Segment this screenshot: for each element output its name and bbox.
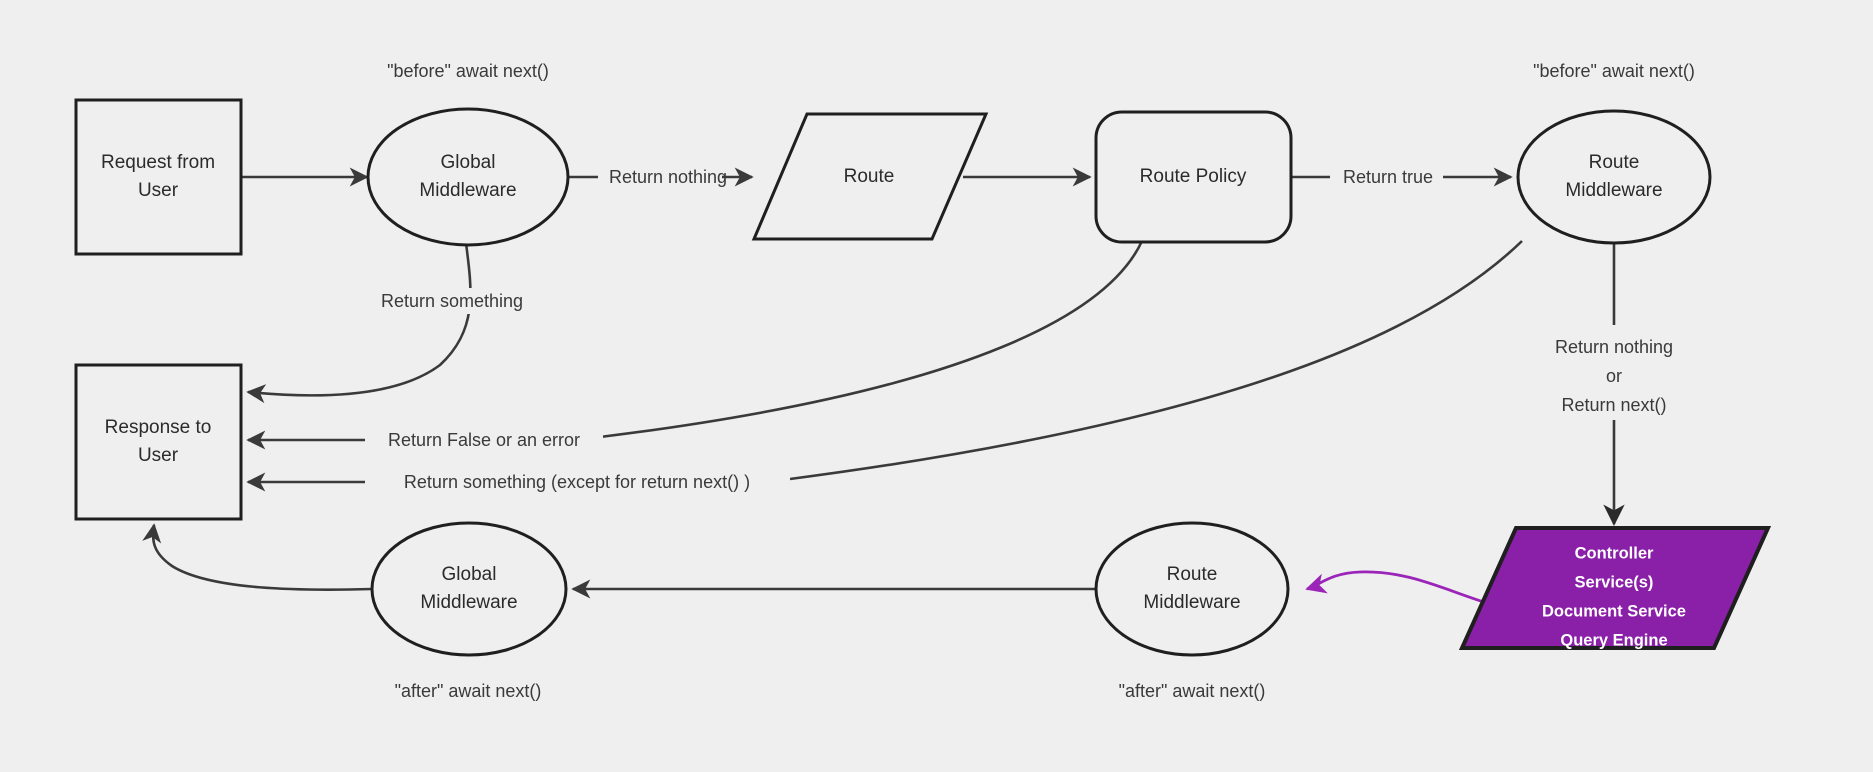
edge-route-middleware-to-controller: Return nothing or Return next()	[1555, 241, 1673, 526]
edge-controller-to-route-middleware-bottom	[1305, 570, 1523, 614]
edge-label-return-nothing: Return nothing	[609, 167, 727, 187]
edge-label-return-false-or-error: Return False or an error	[388, 430, 580, 450]
annotation-before-await-next-global: "before" await next()	[387, 61, 549, 81]
node-route-middleware-top[interactable]: Route Middleware	[1516, 109, 1712, 245]
edge-global-middleware-to-response: Return something	[246, 242, 542, 404]
edge-label-return-next: Return next()	[1561, 395, 1666, 415]
node-route-middleware-bottom-label-line1: Route	[1167, 564, 1218, 585]
node-controller-label-line3: Document Service	[1542, 602, 1686, 620]
node-global-middleware-bottom[interactable]: Global Middleware	[370, 521, 568, 657]
node-request-from-user[interactable]: Request from User	[74, 98, 243, 256]
node-route-middleware-top-label-line2: Middleware	[1565, 180, 1662, 201]
edge-route-policy-to-route-middleware: Return true	[1291, 167, 1513, 187]
node-route-middleware-top-label-line1: Route	[1589, 152, 1640, 173]
annotation-after-await-next-route: "after" await next()	[1119, 681, 1266, 701]
node-route-middleware-bottom[interactable]: Route Middleware	[1094, 521, 1290, 657]
node-controller-label-line4: Query Engine	[1560, 631, 1667, 649]
annotation-after-route-label: "after" await next()	[1119, 681, 1266, 701]
edge-label-return-true: Return true	[1343, 167, 1433, 187]
node-route-label: Route	[844, 166, 895, 187]
node-controller-label-line1: Controller	[1575, 544, 1654, 562]
annotation-after-global-label: "after" await next()	[395, 681, 542, 701]
edge-label-return-something-except: Return something (except for return next…	[404, 472, 750, 492]
annotation-before-await-next-route: "before" await next()	[1533, 61, 1695, 81]
node-route[interactable]: Route	[751, 112, 989, 241]
annotation-after-await-next-global: "after" await next()	[395, 681, 542, 701]
node-global-middleware-top-label-line2: Middleware	[419, 180, 516, 201]
node-response-label-line1: Response to	[105, 417, 212, 438]
node-controller-label-line2: Service(s)	[1575, 573, 1654, 591]
edge-global-middleware-bottom-to-response	[142, 523, 373, 591]
edge-label-return-something: Return something	[381, 291, 523, 311]
edge-route-middleware-to-response: Return something (except for return next…	[246, 240, 1523, 495]
node-request-label-line1: Request from	[101, 152, 215, 173]
node-response-label-line2: User	[138, 445, 179, 466]
node-request-label-line2: User	[138, 180, 179, 201]
edge-label-return-nothing-alt: Return nothing	[1555, 337, 1673, 357]
node-global-middleware-top-label-line1: Global	[441, 152, 496, 173]
node-global-middleware-bottom-label-line2: Middleware	[420, 592, 517, 613]
node-global-middleware-bottom-label-line1: Global	[442, 564, 497, 585]
edge-route-policy-to-response: Return False or an error	[246, 240, 1144, 453]
node-route-middleware-bottom-label-line2: Middleware	[1143, 592, 1240, 613]
annotation-before-global-label: "before" await next()	[387, 61, 549, 81]
node-route-policy[interactable]: Route Policy	[1094, 110, 1293, 244]
node-route-policy-label: Route Policy	[1140, 166, 1247, 187]
node-global-middleware-top[interactable]: Global Middleware	[366, 107, 570, 247]
edge-label-or: or	[1606, 366, 1622, 386]
node-response-to-user[interactable]: Response to User	[74, 363, 243, 521]
edge-global-middleware-to-route: Return nothing	[568, 167, 754, 187]
annotation-before-route-label: "before" await next()	[1533, 61, 1695, 81]
node-controller-services[interactable]: Controller Service(s) Document Service Q…	[1458, 526, 1772, 650]
